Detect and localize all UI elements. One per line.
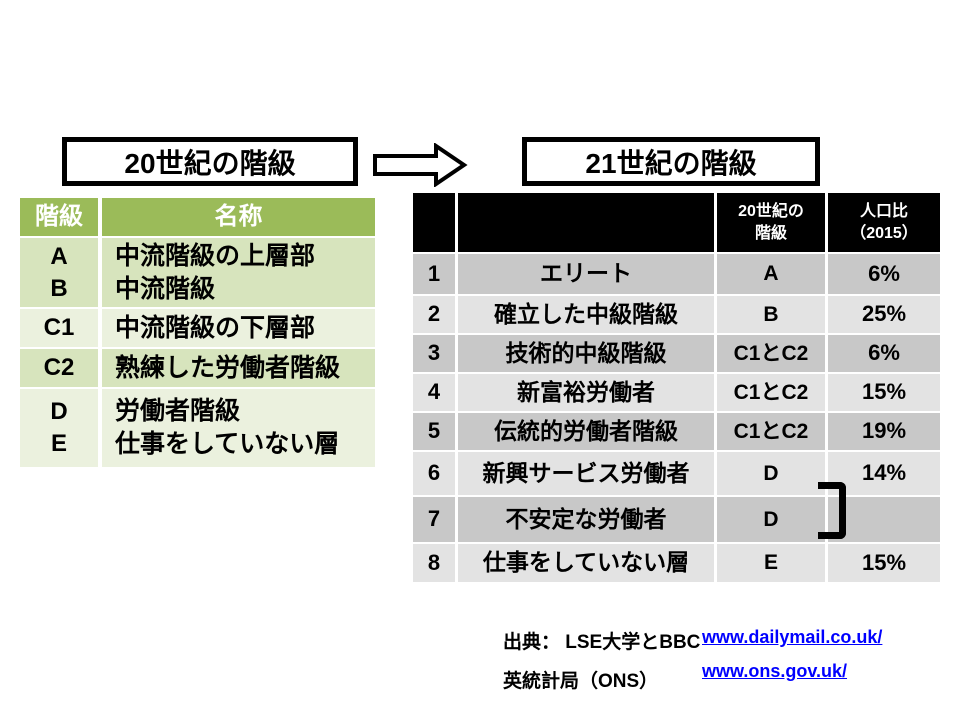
right-row-name: 確立した中級階級	[458, 296, 714, 333]
table-20th-century-classes: 階級 名称 A B 中流階級の上層部 中流階級 C1 中流階級の下層部 C2 熟…	[20, 198, 375, 467]
right-row-population: 25%	[828, 296, 940, 333]
right-row-rank: 3	[413, 335, 455, 372]
right-row-rank: 7	[413, 497, 455, 542]
left-row-name: 中流階級の上層部 中流階級	[102, 238, 375, 307]
left-row-grade: C1	[20, 309, 98, 347]
right-row-name: 伝統的労働者階級	[458, 413, 714, 450]
title-20th-century: 20世紀の階級	[62, 137, 358, 186]
right-row-old-class: D	[717, 497, 825, 542]
right-row-rank: 5	[413, 413, 455, 450]
left-row-grade: A B	[20, 238, 98, 307]
ons-link[interactable]: www.ons.gov.uk/	[702, 661, 848, 681]
right-col-header-name	[458, 193, 714, 252]
title-20th-century-label: 20世紀の階級	[124, 147, 296, 179]
arrow-right-icon	[372, 142, 468, 188]
right-row-population: 6%	[828, 254, 940, 294]
right-col-header-rank	[413, 193, 455, 252]
right-row-old-class: C1とC2	[717, 374, 825, 411]
left-col-header-name: 名称	[102, 198, 375, 236]
right-row-rank: 1	[413, 254, 455, 294]
right-row-old-class: E	[717, 544, 825, 582]
grouping-bracket-icon	[818, 482, 846, 539]
title-21st-century: 21世紀の階級	[522, 137, 820, 186]
right-row-population: 6%	[828, 335, 940, 372]
right-row-rank: 2	[413, 296, 455, 333]
left-row-name: 中流階級の下層部	[102, 309, 375, 347]
right-row-population: 14%	[828, 452, 940, 495]
table-21st-century-classes: 20世紀の 階級 人口比 （2015） 1 エリート A 6% 2 確立した中級…	[413, 193, 940, 582]
dailymail-link[interactable]: www.dailymail.co.uk/	[702, 627, 883, 647]
right-row-old-class: A	[717, 254, 825, 294]
right-row-rank: 8	[413, 544, 455, 582]
right-row-name: 新富裕労働者	[458, 374, 714, 411]
right-row-old-class: B	[717, 296, 825, 333]
right-row-old-class: C1とC2	[717, 413, 825, 450]
right-row-population	[828, 497, 940, 542]
right-row-old-class: C1とC2	[717, 335, 825, 372]
right-row-name: 仕事をしていない層	[458, 544, 714, 582]
source-line-2: 英統計局（ONS）	[503, 671, 659, 692]
left-row-grade: D E	[20, 389, 98, 467]
right-row-name: エリート	[458, 254, 714, 294]
right-row-population: 15%	[828, 544, 940, 582]
left-row-name: 労働者階級 仕事をしていない層	[102, 389, 375, 467]
right-row-name: 不安定な労働者	[458, 497, 714, 542]
left-col-header-grade: 階級	[20, 198, 98, 236]
right-row-population: 15%	[828, 374, 940, 411]
right-row-old-class: D	[717, 452, 825, 495]
right-row-name: 技術的中級階級	[458, 335, 714, 372]
right-col-header-old-class: 20世紀の 階級	[717, 193, 825, 252]
right-row-population: 19%	[828, 413, 940, 450]
source-line-1: 出典： LSE大学とBBC	[503, 632, 701, 653]
left-row-name: 熟練した労働者階級	[102, 349, 375, 387]
right-row-rank: 6	[413, 452, 455, 495]
right-row-rank: 4	[413, 374, 455, 411]
right-row-name: 新興サービス労働者	[458, 452, 714, 495]
left-row-grade: C2	[20, 349, 98, 387]
title-21st-century-label: 21世紀の階級	[585, 147, 757, 179]
right-col-header-population: 人口比 （2015）	[828, 193, 940, 252]
